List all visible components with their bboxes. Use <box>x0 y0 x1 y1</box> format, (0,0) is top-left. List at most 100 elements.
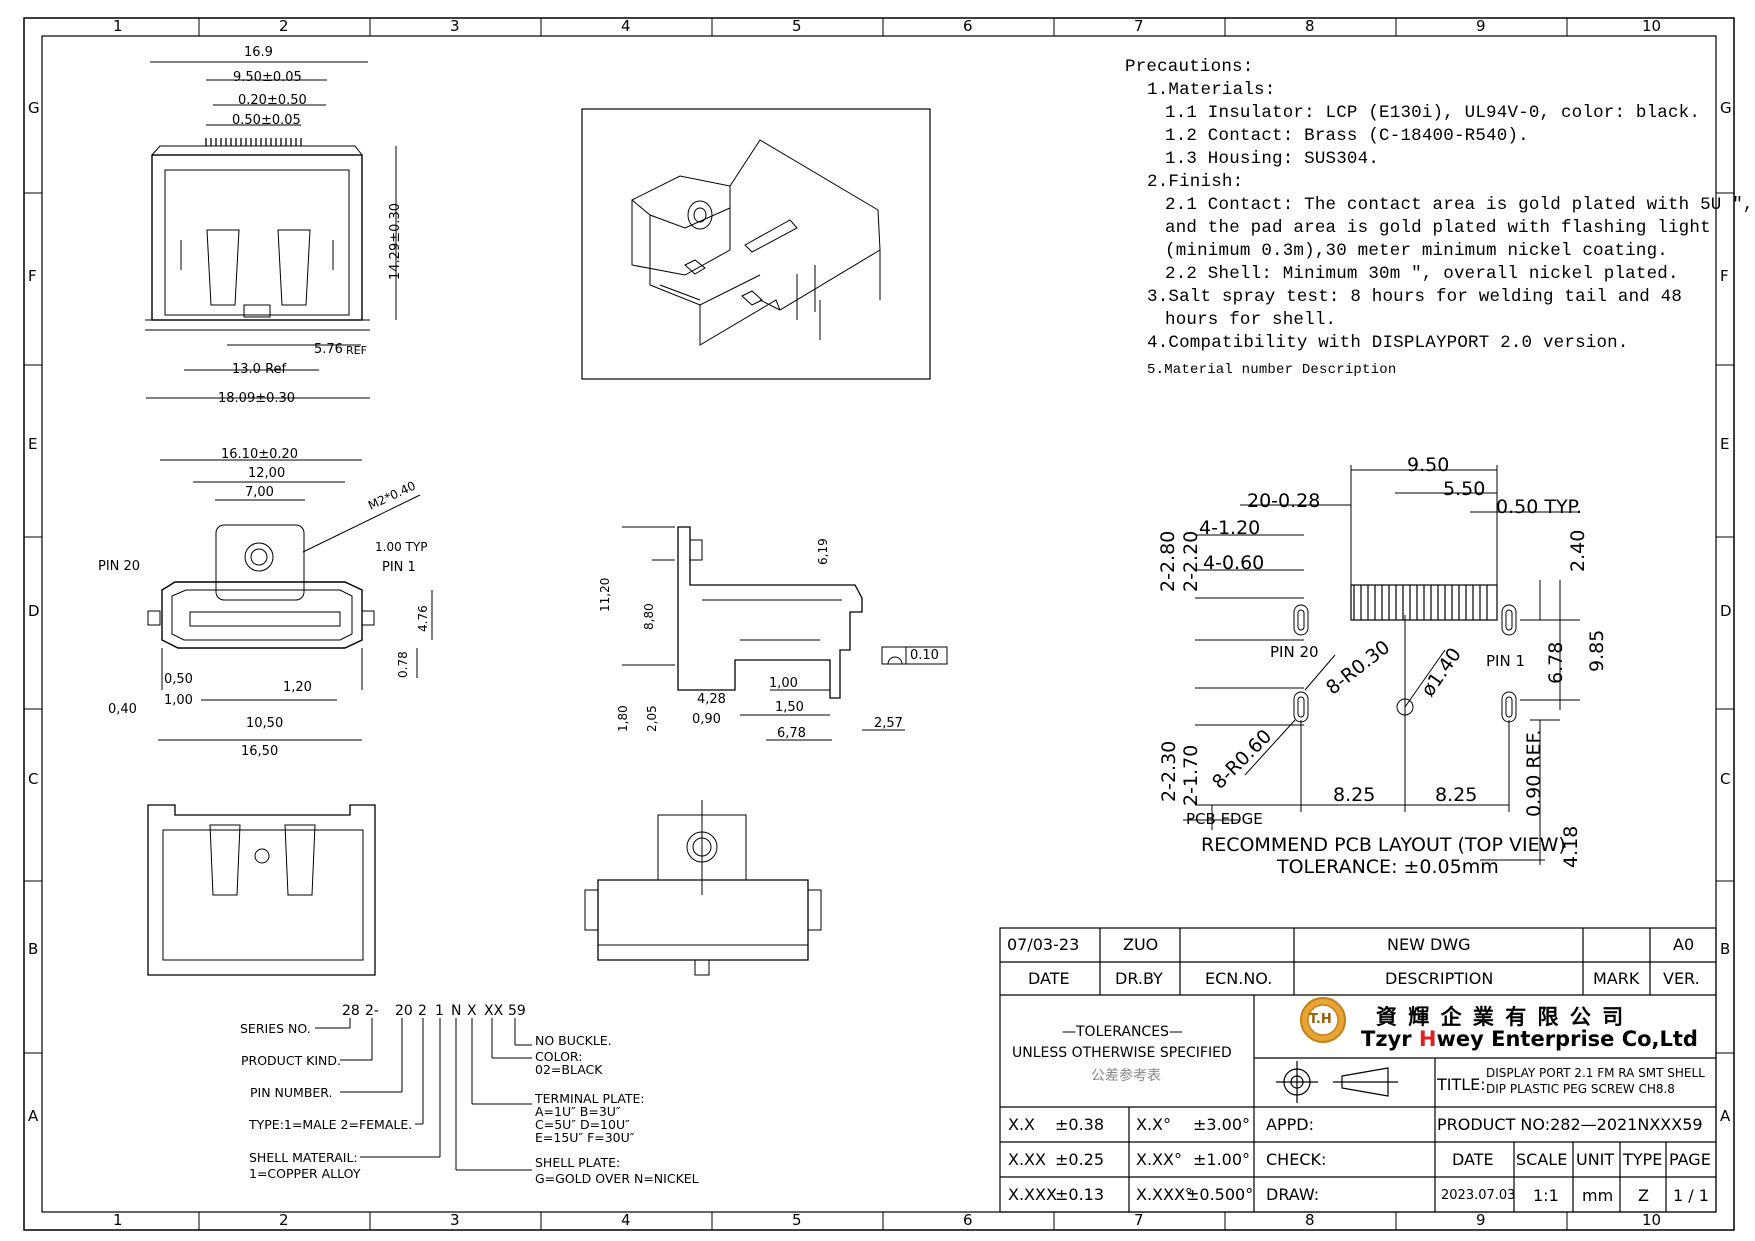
sheet-frame <box>23 17 1735 1231</box>
dimension-label: REF <box>346 344 367 357</box>
header-mark: MARK <box>1593 969 1640 988</box>
company-name-highlight: H <box>1418 1027 1437 1051</box>
shell-plate-label: SHELL PLATE: <box>535 1155 621 1170</box>
dimension-label: 1,20 <box>283 680 312 695</box>
col-label: 10 <box>1642 1211 1662 1229</box>
dimension-label: 13.0 Ref <box>232 362 287 377</box>
pcb-layout-tolerance: TOLERANCE: ±0.05mm <box>1277 856 1499 878</box>
dimension-label: 18.09±0.30 <box>218 391 296 406</box>
header-page: PAGE <box>1669 1150 1711 1169</box>
note-line: and the pad area is gold plated with fla… <box>1165 218 1711 238</box>
tol-linear: X.XXX <box>1008 1185 1057 1204</box>
code-part: 28 <box>342 1003 360 1019</box>
dimension-label: 5.50 <box>1443 478 1486 500</box>
revision-drawn-by: ZUO <box>1123 935 1159 954</box>
dimension-label: 14.29±0.30 <box>388 202 403 280</box>
dimension-label: 1.00 TYP <box>375 540 428 554</box>
flatness-value: 0.10 <box>910 648 939 663</box>
pcb-pin-20-label: PIN 20 <box>1270 643 1319 661</box>
col-label: 1 <box>113 1211 123 1229</box>
header-type: TYPE <box>1623 1150 1663 1169</box>
dimension-label: 9.50±0.05 <box>233 70 302 85</box>
row-label: D <box>28 602 40 620</box>
precautions-notes: Precautions: 1.Materials: 1.1 Insulator:… <box>1125 56 1754 382</box>
col-label: 4 <box>621 17 631 35</box>
drawing-page: 1 / 1 <box>1673 1186 1709 1205</box>
row-label: G <box>28 99 40 117</box>
shell-material-label: SHELL MATERAIL: <box>249 1150 358 1165</box>
row-label: B <box>28 940 39 958</box>
header-unit: UNIT <box>1576 1150 1615 1169</box>
header-description: DESCRIPTION <box>1385 969 1494 988</box>
dimension-label: 16,50 <box>241 744 279 759</box>
note-line: 3.Salt spray test: 8 hours for welding t… <box>1147 287 1683 307</box>
check-label: CHECK: <box>1266 1150 1327 1169</box>
terminal-plate-option: E=15U″ F=30U″ <box>535 1130 635 1145</box>
col-label: 5 <box>792 17 802 35</box>
dimension-label: 4-1.20 <box>1199 517 1261 539</box>
dimension-label: 9.85 <box>1586 629 1608 672</box>
draw-label: DRAW: <box>1266 1185 1320 1204</box>
code-part: XX <box>484 1003 504 1019</box>
col-label: 5 <box>792 1211 802 1229</box>
col-label: 4 <box>621 1211 631 1229</box>
header-date: DATE <box>1452 1150 1494 1169</box>
code-part: 1 <box>435 1003 444 1019</box>
header-drawn-by: DR.BY <box>1115 969 1163 988</box>
tolerances-chinese: 公差参考表 <box>1091 1068 1161 1084</box>
row-label: B <box>1720 940 1731 958</box>
row-label: G <box>1720 99 1732 117</box>
row-label: A <box>28 1107 39 1125</box>
header-ecn: ECN.NO. <box>1205 969 1273 988</box>
row-label: A <box>1720 1107 1731 1125</box>
dimension-label: 20-0.28 <box>1247 490 1321 512</box>
tolerances-subtitle: UNLESS OTHERWISE SPECIFIED <box>1012 1045 1232 1061</box>
type-label: TYPE:1=MALE 2=FEMALE. <box>249 1117 413 1132</box>
dimension-label: 2.40 <box>1567 529 1589 572</box>
note-line: 1.2 Contact: Brass (C-18400-R540). <box>1165 126 1529 146</box>
pin-number-label: PIN NUMBER. <box>250 1085 333 1100</box>
header-scale: SCALE <box>1516 1150 1568 1169</box>
col-label: 7 <box>1134 17 1144 35</box>
note-line: 1.Materials: <box>1147 80 1276 100</box>
dimension-label: 0,40 <box>108 702 137 717</box>
tol-angular-value: ±3.00° <box>1193 1115 1251 1134</box>
dimension-label: 5.76 <box>314 342 343 357</box>
dimension-label: 7,00 <box>245 485 274 500</box>
front-view-drawing <box>147 459 433 741</box>
col-label: 10 <box>1642 17 1662 35</box>
header-date: DATE <box>1028 969 1070 988</box>
drawing-unit: mm <box>1582 1186 1614 1205</box>
dimension-label: 2-2.80 <box>1157 530 1179 592</box>
part-code-leaders <box>315 1018 532 1171</box>
dimension-label: 0.50±0.05 <box>232 113 301 128</box>
col-label: 1 <box>113 17 123 35</box>
tol-linear: X.XX <box>1008 1150 1046 1169</box>
pcb-layout-caption: RECOMMEND PCB LAYOUT (TOP VIEW) <box>1201 834 1566 856</box>
code-part: 59 <box>508 1003 526 1019</box>
color-value: 02=BLACK <box>535 1062 603 1077</box>
dimension-label: 2-1.70 <box>1180 744 1202 806</box>
drawing-type: Z <box>1638 1186 1649 1205</box>
dimension-label: 0,50 <box>164 672 193 687</box>
note-line: (minimum 0.3m),30 meter minimum nickel c… <box>1165 241 1668 261</box>
logo-initials: T.H <box>1309 1012 1332 1027</box>
col-label: 3 <box>450 1211 460 1229</box>
dimension-label: 1,00 <box>164 693 193 708</box>
title-block-grid <box>999 927 1717 1213</box>
pcb-pin-1-label: PIN 1 <box>1486 652 1526 670</box>
dimension-label: 1,50 <box>775 700 804 715</box>
note-line: 2.2 Shell: Minimum 30m ″, overall nickel… <box>1165 264 1679 284</box>
note-line: 2.1 Contact: The contact area is gold pl… <box>1165 195 1754 215</box>
dimension-label: 0.78 <box>396 651 410 678</box>
company-logo <box>1300 997 1346 1043</box>
drawing-date: 2023.07.03 <box>1441 1188 1516 1203</box>
tol-linear-value: ±0.38 <box>1055 1115 1105 1134</box>
isometric-view <box>581 108 931 380</box>
row-label: D <box>1720 602 1732 620</box>
col-label: 6 <box>963 17 973 35</box>
dimension-label: 16.10±0.20 <box>221 447 299 462</box>
dimension-label: 9.50 <box>1407 454 1450 476</box>
top-view-drawing <box>145 61 397 399</box>
